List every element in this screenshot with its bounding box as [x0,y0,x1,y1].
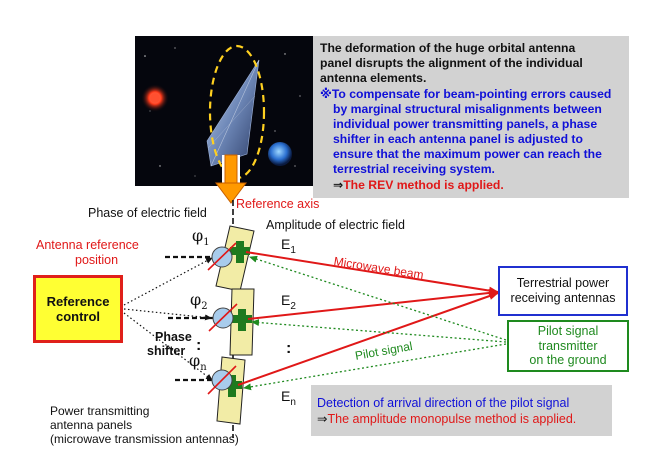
phi-2-symbol: φ2 [190,290,208,313]
antenna-ref-label-2: position [75,253,119,267]
panels-label-2: antenna panels [50,418,133,432]
control-line-2 [123,308,212,321]
monopulse-note [311,385,612,436]
pilot-signal-line-2 [251,319,507,343]
deformation-note [313,36,629,198]
phi-1-symbol: φ1 [192,226,210,249]
e-n-symbol: En [281,388,296,408]
phase-shifter-n [207,365,237,395]
terrestrial-line-2: receiving antennas [510,291,616,305]
orange-down-arrow [215,154,247,204]
monopulse-text: The amplitude monopulse method is applie… [327,412,577,426]
phase-shifter-1 [207,242,237,271]
note-blue-6: terrestrial receiving system. [333,162,495,176]
microwave-beam-1 [245,251,499,295]
monopulse-line-2: ⇒The amplitude monopulse method is appli… [317,412,576,426]
earth-icon [268,142,292,166]
control-line-n [123,312,213,381]
monopulse-arrow: ⇒ [317,412,328,426]
panels-label-1: Power transmitting [50,404,150,418]
e-1-symbol: E1 [281,236,296,256]
phase-shifter-label-2: shifter [147,344,186,358]
antenna-ref-label-1: Antenna reference [36,238,139,252]
ellipsis-dots-amplitude: : [286,340,292,357]
monopulse-line-1: Detection of arrival direction of the pi… [317,396,570,410]
pilot-signal-line-n [243,343,507,391]
reference-control-line-2: control [55,309,101,324]
antenna-element-1 [230,241,250,263]
antenna-element-2 [232,309,252,331]
terrestrial-line-1: Terrestrial power [516,276,610,290]
phase-field-label: Phase of electric field [88,206,207,220]
reference-control-line-1: Reference [46,294,110,309]
phase-shifter-label-1: Phase [155,330,192,344]
note-blue-2: by marginal structural misalignments bet… [333,102,602,116]
ellipsis-dots-phase: : [196,337,202,354]
note-blue-3: individual power transmitting panels, a … [333,117,598,131]
antenna-panel-shape [206,59,260,167]
rev-text: The REV method is applied. [343,178,504,192]
control-line-1 [123,257,213,306]
note-blue-5: ensure that the maximum power can reach … [333,147,602,161]
amplitude-field-label: Amplitude of electric field [266,218,405,232]
note-line-3: antenna elements. [320,71,427,85]
note-blue-4: shifter in each antenna panel is adjuste… [333,132,583,146]
rev-arrow: ⇒ [333,178,344,192]
reference-axis-label: Reference axis [236,197,320,211]
panels-label-3: (microwave transmission antennas) [50,432,239,446]
rev-method-line: ⇒The REV method is applied. [333,178,504,193]
phi-n-symbol: φn [189,351,207,374]
phase-shifter-2 [208,303,238,332]
note-line-2: panel disrupts the alignment of the indi… [320,56,583,70]
pilot-line-3: on the ground [529,353,607,368]
pilot-line-1: Pilot signal [537,324,599,339]
microwave-beam-n [237,292,499,386]
antenna-element-n [222,375,242,397]
microwave-beam-2 [247,288,499,320]
e-2-symbol: E2 [281,292,296,312]
pilot-line-2: transmitter [538,338,598,353]
orbital-antenna-illustration [141,44,301,180]
note-blue-1: ※To compensate for beam-pointing errors … [320,87,612,101]
note-line-1: The deformation of the huge orbital ante… [320,41,576,55]
